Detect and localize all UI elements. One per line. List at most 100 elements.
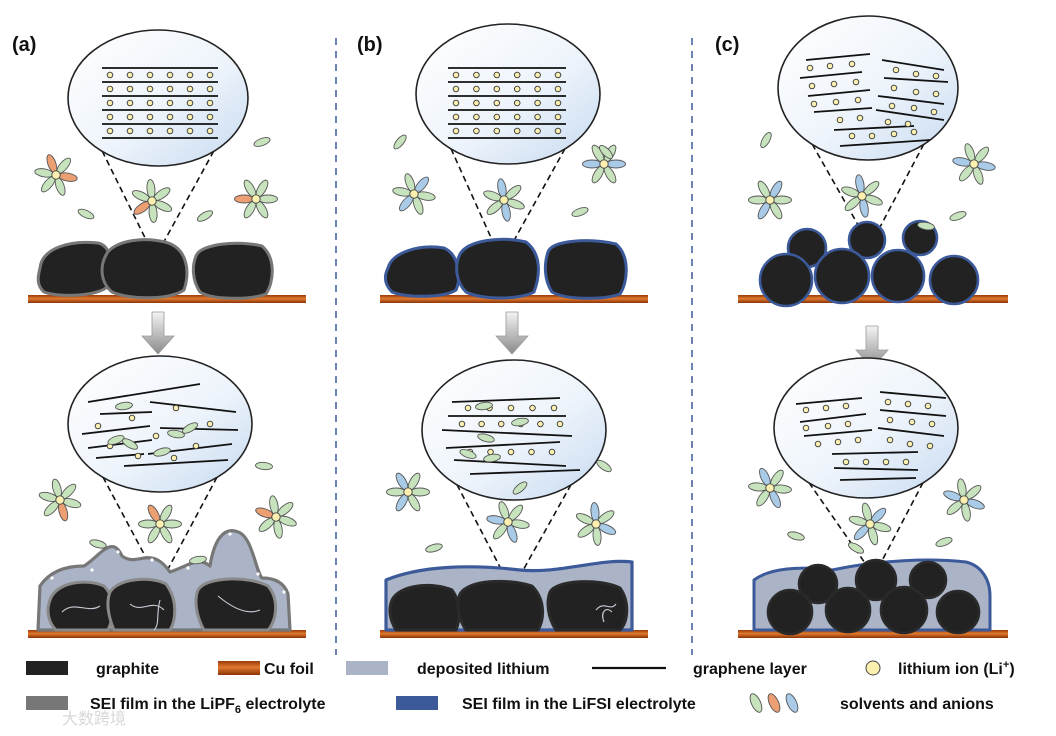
lithium-ion <box>534 71 541 79</box>
solvent-molecule <box>393 134 407 150</box>
graphite-particle <box>847 220 887 260</box>
solvent-molecule <box>760 131 772 149</box>
lithium-ion <box>403 487 413 497</box>
graphene-layer <box>883 77 949 83</box>
lithium-ion <box>808 82 816 90</box>
lithium-ion <box>206 127 214 135</box>
legend-swatch-solvents <box>749 693 799 713</box>
solvent-molecule <box>949 211 967 221</box>
legend-label-deposited-lithium: deposited lithium <box>417 661 549 678</box>
lithium-ion <box>51 170 61 180</box>
lithium-ion <box>126 99 134 107</box>
lithium-ion <box>166 127 174 135</box>
lithium-ion <box>166 113 174 121</box>
graphene-layer <box>99 411 153 415</box>
lithium-ion <box>534 85 541 93</box>
solvated-lithium-ion <box>943 478 985 522</box>
zoom-line <box>808 482 875 577</box>
lithium-ion <box>890 84 898 92</box>
lithium-ion <box>848 60 856 68</box>
lithium-ion <box>503 517 513 527</box>
process-arrow <box>495 311 529 355</box>
solvated-lithium-ion <box>131 179 173 223</box>
solvated-lithium-ion <box>138 504 182 544</box>
lithium-ion <box>765 195 775 205</box>
lithium-ion <box>926 442 934 450</box>
graphene-layer <box>807 89 871 97</box>
lithium-ion <box>473 85 480 93</box>
lithium-ion <box>765 483 775 493</box>
lithium-ion <box>473 99 480 107</box>
graphite-particle <box>854 558 898 602</box>
lithium-ion <box>473 113 480 121</box>
lithium-ion <box>147 196 157 206</box>
lithium-ion <box>106 71 114 79</box>
lithium-ion <box>910 104 918 112</box>
legend-label-sei-lipf6: SEI film in the LiPF6 electrolyte <box>90 696 326 716</box>
zoom-line <box>873 482 924 577</box>
zoom-lens <box>773 357 959 499</box>
graphite-particle <box>824 586 872 634</box>
lithium-ion <box>106 99 114 107</box>
solvent-molecule <box>935 537 953 547</box>
lithium-ion <box>886 416 894 424</box>
lithium-ion <box>842 458 850 466</box>
lithium-ion <box>932 72 940 80</box>
surface-dot <box>186 566 190 570</box>
lithium-ion <box>534 113 541 121</box>
solvent-molecule <box>121 438 139 450</box>
zoom-lens <box>415 23 601 165</box>
solvated-lithium-ion <box>34 154 78 196</box>
lithium-ion <box>928 420 936 428</box>
graphite-particle <box>797 563 839 605</box>
surface-dot <box>116 550 120 554</box>
graphite-particle <box>388 583 461 632</box>
lithium-ion <box>513 85 521 93</box>
graphene-layer <box>799 413 867 423</box>
solvent-molecule <box>596 459 612 473</box>
lithium-ion <box>251 194 261 204</box>
solvent-molecule <box>255 461 273 471</box>
lithium-ion <box>882 458 890 466</box>
graphite-particle <box>870 248 926 304</box>
solvent-molecule <box>787 531 805 541</box>
crack-line <box>61 605 101 613</box>
cu-foil <box>738 295 1008 303</box>
lithium-ion <box>464 404 472 412</box>
graphene-layer <box>123 459 229 467</box>
lithium-ion <box>146 127 154 135</box>
scenes <box>28 15 1008 638</box>
lithium-ion <box>910 128 918 136</box>
lithium-ion <box>146 85 154 93</box>
graphene-layer <box>159 427 239 431</box>
graphene-layer <box>879 409 947 417</box>
solvated-lithium-ion <box>848 502 892 546</box>
panel-label-b: (b) <box>357 34 383 56</box>
lithium-ion <box>534 127 541 135</box>
graphite-particle <box>813 247 871 305</box>
solvent-molecule <box>483 453 501 463</box>
solvated-lithium-ion <box>841 174 883 218</box>
graphene-layer <box>877 95 945 105</box>
cu-foil <box>380 630 648 638</box>
lithium-ion <box>814 440 822 448</box>
lithium-ion <box>865 519 875 529</box>
crack-line <box>595 603 617 611</box>
panel-label-c: (c) <box>715 34 739 56</box>
graphene-layer <box>795 397 863 405</box>
zoom-line <box>159 476 218 585</box>
lithium-ion <box>884 118 892 126</box>
lithium-ion <box>930 108 938 116</box>
lithium-ion <box>822 404 830 412</box>
lithium-ion <box>868 132 876 140</box>
lithium-ion <box>826 62 834 70</box>
lithium-ion <box>529 404 536 412</box>
lithium-ion <box>844 420 852 428</box>
lithium-ion <box>172 404 180 412</box>
lithium-ion <box>932 90 940 98</box>
legend-label-sei-lifsi: SEI film in the LiFSI electrolyte <box>462 696 696 713</box>
solvated-lithium-ion <box>38 478 82 522</box>
lithium-ion <box>810 100 818 108</box>
lithium-ion <box>884 398 892 406</box>
surface-dot <box>50 576 54 580</box>
